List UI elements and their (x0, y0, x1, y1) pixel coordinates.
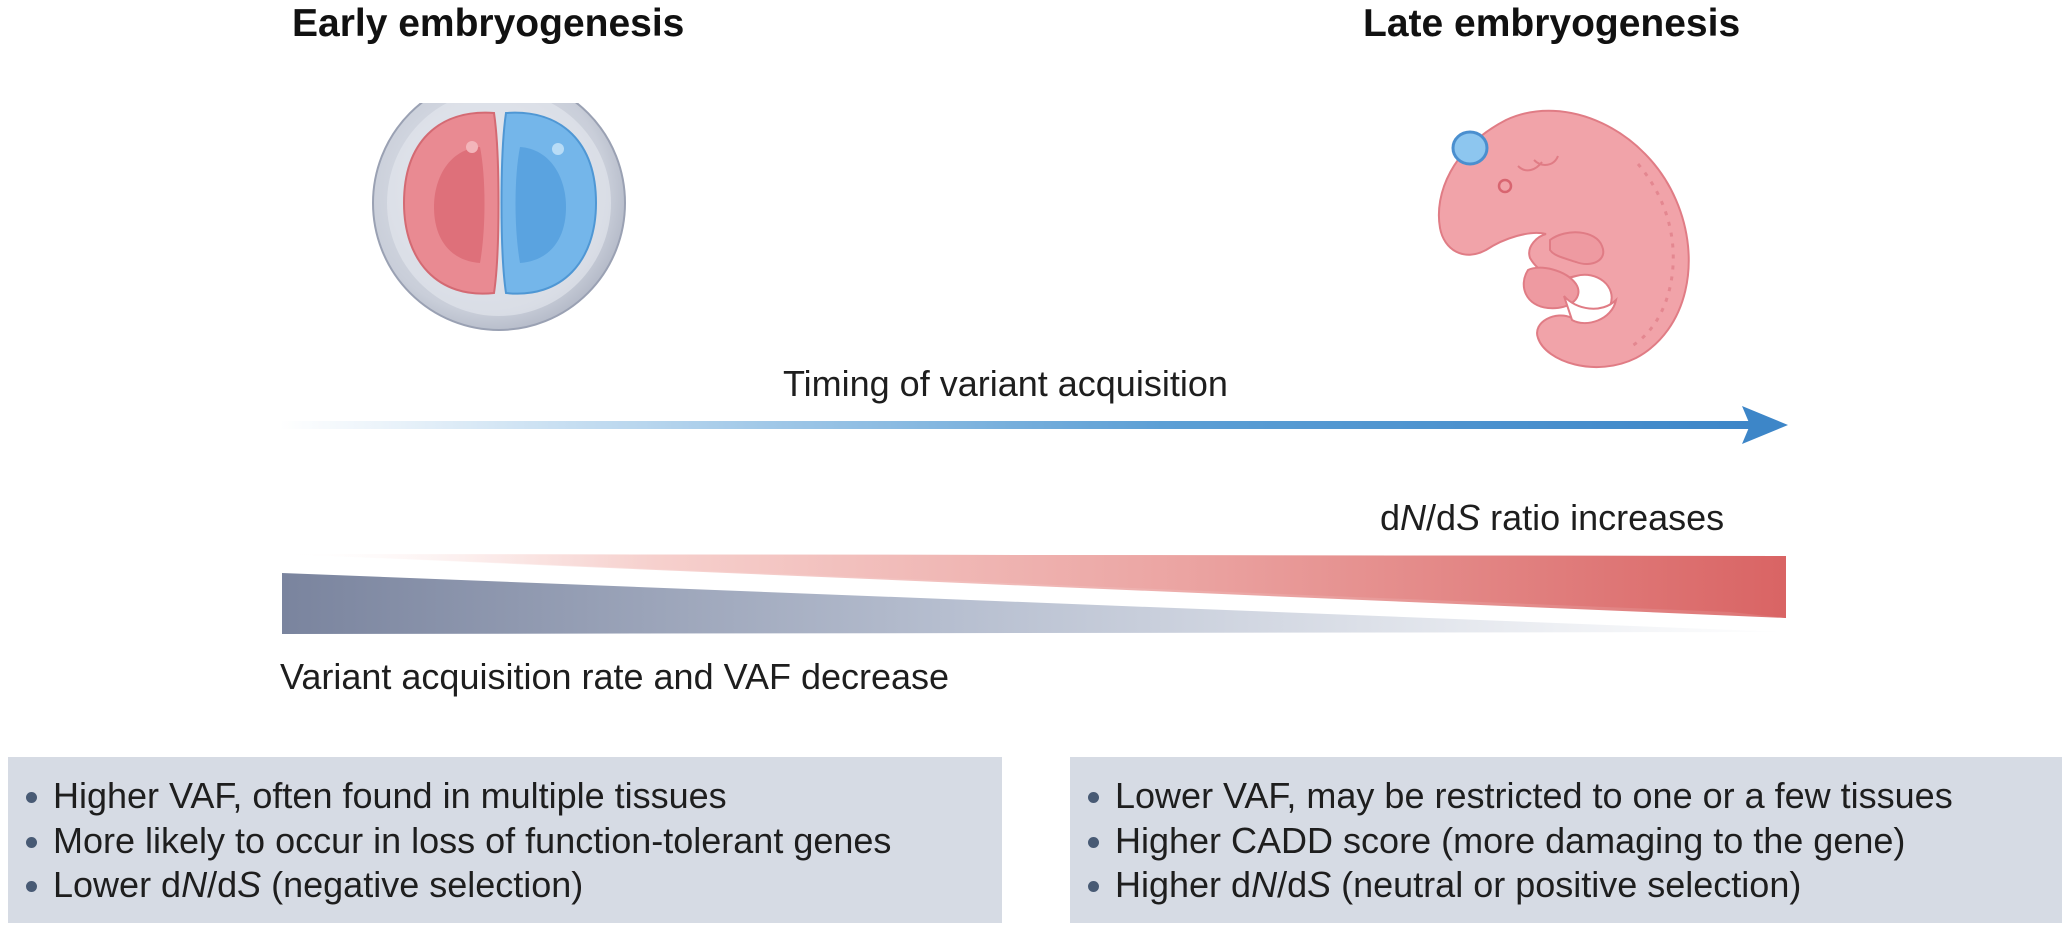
late-embryo-icon (1437, 109, 1690, 369)
early-embryogenesis-title: Early embryogenesis (292, 2, 685, 45)
bullet-icon (1088, 792, 1099, 803)
early-characteristics-box: Higher VAF, often found in multiple tiss… (8, 757, 1002, 923)
dnds-increase-label: dN/dS ratio increases (1380, 497, 1725, 538)
timing-arrow-label: Timing of variant acquisition (783, 363, 1228, 404)
list-item: More likely to occur in loss of function… (20, 819, 1002, 864)
timing-arrow (280, 406, 1788, 444)
bullet-icon (1088, 836, 1099, 848)
bullet-icon (26, 881, 37, 892)
gradient-wedges (280, 554, 1786, 634)
bullet-icon (26, 792, 37, 803)
list-item: Lower VAF, may be restricted to one or a… (1082, 774, 2062, 819)
list-item: Higher CADD score (more damaging to the … (1082, 819, 2062, 864)
list-item: Lower dN/dS (negative selection) (20, 863, 1002, 908)
vaf-decrease-label: Variant acquisition rate and VAF decreas… (280, 656, 950, 697)
list-item: Higher VAF, often found in multiple tiss… (20, 774, 1002, 819)
late-characteristics-box: Lower VAF, may be restricted to one or a… (1070, 757, 2062, 923)
bullet-icon (1088, 881, 1099, 892)
list-item: Higher dN/dS (neutral or positive select… (1082, 863, 2062, 908)
vaf-decrease-wedge (282, 573, 1786, 634)
bullet-icon (26, 836, 37, 848)
late-embryogenesis-title: Late embryogenesis (1363, 2, 1741, 45)
two-cell-embryo-icon (372, 103, 626, 331)
